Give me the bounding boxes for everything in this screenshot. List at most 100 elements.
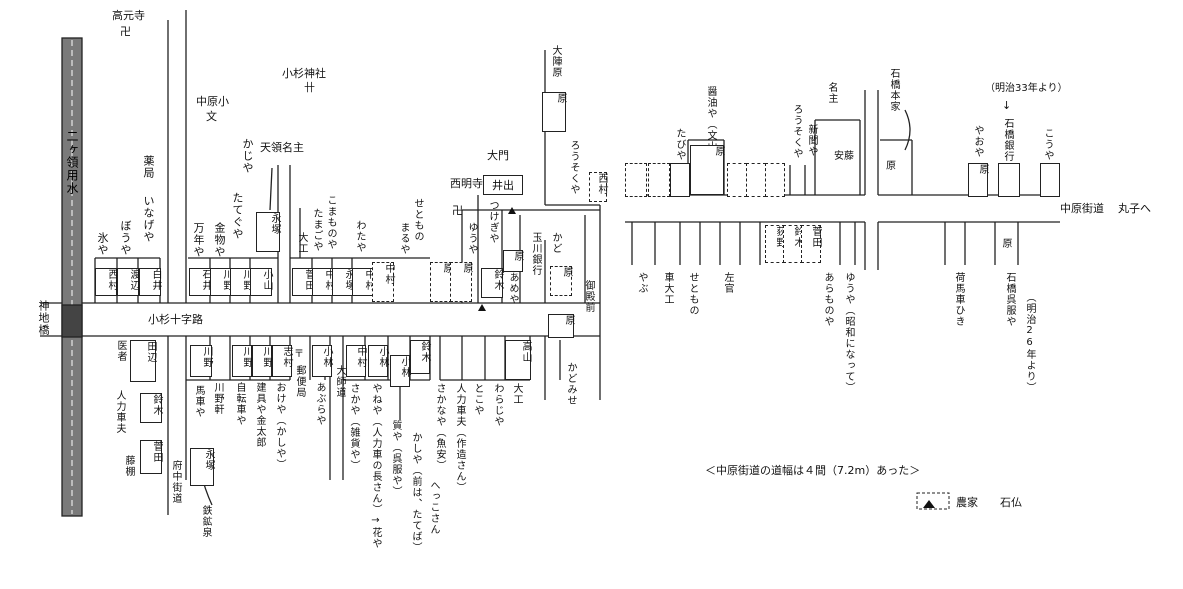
nikaryo-label: 二ヶ領用水 <box>65 130 79 195</box>
kadomise-label: かどみせ <box>565 362 576 406</box>
sakana-label: さかなや（魚安） <box>434 383 445 471</box>
tategu-label: たてぐや <box>231 192 244 240</box>
fuchu-kaido-label: 府中街道 <box>170 460 181 504</box>
kosugi-jujiro-label: 小杉十字路 <box>148 313 203 326</box>
boya-label: ぼうや <box>119 220 132 256</box>
down-arrow-icon: ↓ <box>1002 99 1012 112</box>
rosokuya-label: ろうそくや <box>568 140 579 195</box>
nakahara-kaido-label: 中原街道 <box>1060 202 1104 215</box>
rosoku2-label: ろうそくや <box>791 104 802 159</box>
kado-label: かど <box>550 232 561 254</box>
daiku-label-n: 大工 <box>296 232 307 254</box>
shoyu-label: 醤油や（文山） <box>705 86 716 163</box>
farm-box-1 <box>625 163 647 197</box>
shimura-box: 志村 <box>272 345 292 377</box>
daishi-label: 大師道 <box>334 365 345 398</box>
kajiya-label: かじや <box>241 138 254 174</box>
maruya-label: まるや <box>398 222 409 255</box>
fujidana-label: 藤棚 <box>123 455 134 477</box>
nakamura-box-1: 中村 <box>312 268 334 296</box>
mannen-label: 万年や <box>192 222 205 258</box>
kashiya-label: かしや（前は、たてば） <box>410 432 421 553</box>
yaoya-label: やおや <box>972 125 983 158</box>
watanabe-box: 渡辺 <box>117 268 139 296</box>
suzuki-box-2: 鈴木 <box>140 393 162 423</box>
ide-box: 井出 <box>483 175 523 195</box>
hara-box-1: 原 <box>430 262 452 302</box>
kanamono-label: 金物や <box>213 222 226 258</box>
kobayashi-box-1: 小林 <box>312 345 332 377</box>
setomono-label: せともの <box>412 198 423 242</box>
koriya-label: 氷や <box>96 232 109 256</box>
taguchi-box: 田辺 <box>130 340 156 382</box>
shrine-icon: 卄 <box>304 81 315 94</box>
ando-label: 安藤 <box>834 151 854 162</box>
toko-label: とこや <box>472 383 483 416</box>
koya-box <box>1040 163 1060 197</box>
stone-buddha-icon <box>508 207 516 214</box>
suzuki-box-3: 鈴木 <box>410 340 430 374</box>
ishibashi-gofuku-label: 石橋呉服や <box>1004 272 1015 327</box>
hara-box-9: 原 <box>968 163 988 197</box>
koyama-box: 小山 <box>250 268 272 296</box>
kengu-label: 建具や金太郎 <box>254 382 265 448</box>
legend-farm-label: 農家 <box>956 496 978 509</box>
saimyoji-label: 西明寺 <box>450 177 483 190</box>
shadaiku-label: 車大工 <box>662 272 673 305</box>
tsukegi-label: つけぎや <box>487 200 498 244</box>
hara-box-4: 原 <box>550 266 572 296</box>
hara-box-3: 原 <box>503 250 523 272</box>
tetsu-label: 鉄鉱泉 <box>200 505 211 538</box>
jitensha-label: 自転車や <box>234 382 245 426</box>
farm-box-5 <box>765 163 785 197</box>
kawano-box-2: 川野 <box>230 268 252 296</box>
shichiya-label: 質や（呉服や） <box>390 420 401 497</box>
maruko-label: 丸子へ <box>1118 202 1151 215</box>
hekko-label: へっこさん <box>428 480 439 535</box>
nishimura-box: 西村 <box>95 268 117 296</box>
kobayashi-box-3: 小林 <box>390 355 410 387</box>
ishibashi-bank-label: 石橋銀行 <box>1002 118 1013 162</box>
hara-label-8: 原 <box>886 161 896 172</box>
ishi-label: 医者 <box>115 340 126 362</box>
meiji33-label: （明治33年より） <box>985 83 1068 94</box>
kawanoken-label: 川野軒 <box>212 382 223 415</box>
post-icon: 〒 <box>294 349 304 360</box>
shirai-box: 白井 <box>139 268 161 296</box>
farm-box-2 <box>648 163 670 197</box>
setomono2-label: せともの <box>687 272 698 316</box>
nakamura-box-4: 中村 <box>346 345 366 377</box>
nagatsuka-box-2: 永塚 <box>332 268 354 296</box>
waraji-label: わらじや <box>492 383 503 427</box>
yane-label: やねや（人力車の長さん）→花や <box>370 383 381 549</box>
takayama-box: 高山 <box>505 340 531 380</box>
hara-label-s: 原 <box>1000 238 1011 249</box>
wataya-label: わたや <box>354 220 365 253</box>
hara-box-5: 原 <box>542 92 566 132</box>
komamono-label: こまものや <box>325 195 336 250</box>
yuya2-label: ゆうや（昭和になって） <box>843 272 854 393</box>
hara-box-6: 原 <box>548 314 574 338</box>
kawano-box-4: 川野 <box>232 345 252 377</box>
shinbun-label: 新聞や <box>806 124 817 157</box>
road-width-note: ＜中原街道の道幅は４間（7.2m）あった＞ <box>705 464 921 477</box>
hara-box-7: 原 <box>690 145 724 195</box>
daijinbara-label: 大陣原 <box>550 45 561 78</box>
legend-stone-label: 石仏 <box>1000 496 1022 509</box>
gotenmae-label: 御殿前 <box>583 280 594 313</box>
daimon-label: 大門 <box>487 149 509 162</box>
inage-label: いなげや <box>142 195 155 243</box>
nakamura-box-2: 中村 <box>352 268 374 296</box>
ishibashi-honke-label: 石橋本家 <box>888 68 899 112</box>
hara-box-2: 原 <box>450 262 472 302</box>
nimabasha-label: 荷馬車ひき <box>953 272 964 327</box>
nanushi-label: 名主 <box>826 82 837 104</box>
tabiya-label: たびや <box>674 128 685 161</box>
kamiji-bashi-label: 神地橋 <box>37 300 50 336</box>
sakaya-label: さかや（雑貨や） <box>348 383 359 471</box>
tamagawa-bank-label: 玉川銀行 <box>530 232 541 276</box>
nakahara-school-label: 中原小 <box>196 95 229 108</box>
suda-box-3: 菅田 <box>801 225 821 263</box>
suda-box-1: 菅田 <box>292 268 314 296</box>
